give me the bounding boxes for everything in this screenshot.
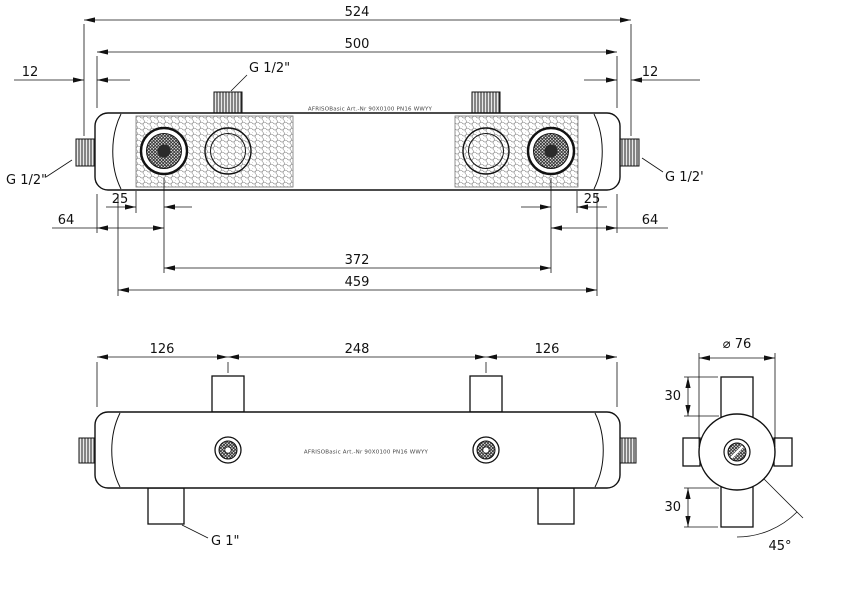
right-cap-seam xyxy=(593,113,603,190)
dim-372-label: 372 xyxy=(345,253,370,268)
right-stub xyxy=(619,437,637,464)
dim-500-label: 500 xyxy=(345,37,370,52)
vessel-body-plan xyxy=(94,411,621,489)
front-view: AFRISOBasic Art.-Nr 90X0100 PN16 WWYY 52… xyxy=(6,5,704,296)
g12-left-label: G 1/2" xyxy=(6,173,47,188)
dim-25-left-label: 25 xyxy=(112,192,129,207)
dim-248-label: 248 xyxy=(345,342,370,357)
top-spigot-right xyxy=(471,91,501,114)
leader-g12-top xyxy=(230,74,248,92)
dim-126-left-label: 126 xyxy=(150,342,175,357)
dim-30-bottom-label: 30 xyxy=(664,500,681,515)
top-port-right xyxy=(469,375,503,413)
side-right-stub xyxy=(773,437,793,467)
g1-label: G 1" xyxy=(211,534,239,549)
right-cap-seam-plan xyxy=(594,412,604,488)
port-dark-left xyxy=(139,126,189,176)
angle-45-line xyxy=(763,478,804,519)
top-spigot-left xyxy=(213,91,243,114)
dim-12-right-label: 12 xyxy=(642,65,659,80)
dim-30-top-label: 30 xyxy=(664,389,681,404)
leader-g1 xyxy=(181,524,209,539)
bottom-extension-lines xyxy=(96,362,618,407)
side-bottom-port xyxy=(720,486,754,528)
leader-g12-left xyxy=(45,159,73,178)
dim-64-left-label: 64 xyxy=(58,213,75,228)
angle-45-arc xyxy=(736,511,798,538)
side-view: ⌀ 76 30 30 45° xyxy=(664,337,804,554)
port-light-right xyxy=(462,127,510,175)
body-engraving-front: AFRISOBasic Art.-Nr 90X0100 PN16 WWYY xyxy=(308,107,433,113)
dim-45-label: 45° xyxy=(768,539,791,554)
g12-right-label: G 1/2' xyxy=(665,170,704,185)
side-top-port xyxy=(720,376,754,418)
bottom-view: 126 248 126 AFRISOBasic Art.-Nr 90X0100 … xyxy=(78,342,637,549)
dim-64-right-label: 64 xyxy=(642,213,659,228)
right-thread-connection xyxy=(619,138,640,167)
port-dark-right xyxy=(526,126,576,176)
dim-12-left-label: 12 xyxy=(22,65,39,80)
top-port-left xyxy=(211,375,245,413)
dim-459-label: 459 xyxy=(345,275,370,290)
left-cap-seam-plan xyxy=(111,412,121,488)
dim-524-label: 524 xyxy=(345,5,370,20)
face-boss-left xyxy=(214,436,242,464)
face-boss-right xyxy=(472,436,500,464)
bottom-port-right xyxy=(537,487,575,525)
dim-25-right-label: 25 xyxy=(584,192,601,207)
side-left-stub xyxy=(682,437,701,467)
dim-diameter-label: ⌀ 76 xyxy=(723,337,752,352)
g12-top-label: G 1/2" xyxy=(249,61,290,76)
dim-126-right-label: 126 xyxy=(535,342,560,357)
left-thread-connection xyxy=(75,138,96,167)
port-light-left xyxy=(204,127,252,175)
left-stub xyxy=(78,437,96,464)
left-cap-seam xyxy=(112,113,122,190)
center-boss-section xyxy=(723,438,751,466)
body-engraving-plan: AFRISOBasic Art.-Nr 90X0100 PN16 WWYY xyxy=(304,450,429,456)
leader-g12-right xyxy=(641,157,664,173)
bottom-port-left xyxy=(147,487,185,525)
